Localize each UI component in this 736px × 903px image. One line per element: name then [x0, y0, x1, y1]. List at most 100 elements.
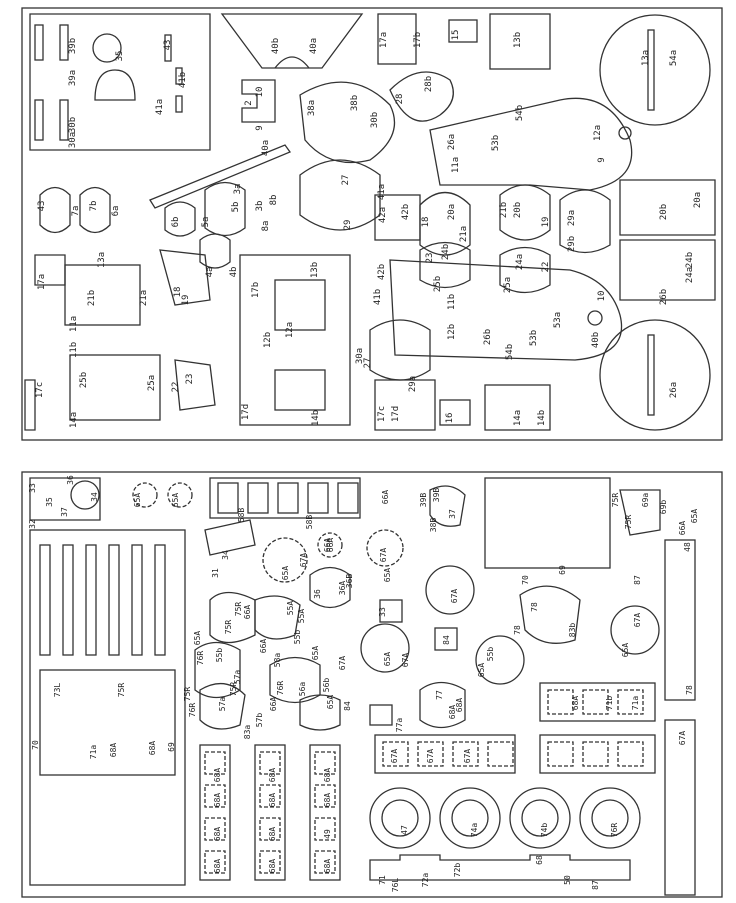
part-label: 68A [455, 698, 464, 713]
part-label: 70 [521, 575, 530, 585]
part-label: 65A [383, 652, 392, 667]
part-label: 14b [311, 410, 321, 426]
part-label: 67A [450, 589, 459, 604]
part-label: 23 [185, 374, 195, 385]
part-label: 68A [148, 741, 157, 756]
part-label: 47 [400, 825, 409, 835]
ring-65A-d [610, 605, 660, 655]
part-85 [369, 704, 393, 726]
part-label: 68A [323, 768, 332, 783]
part-label: 65A [193, 631, 202, 646]
part-label: 67A [463, 749, 472, 764]
part-label: 68A [268, 768, 277, 783]
part-79 [519, 585, 581, 644]
part-38B [429, 485, 466, 527]
arm-43 [149, 144, 292, 209]
slot-43 [164, 34, 172, 62]
part-label: 67A [299, 553, 308, 568]
part-label: 70 [31, 740, 40, 750]
part-label: 76R [610, 823, 619, 838]
part-label: 24a [515, 254, 525, 270]
part-label: 29 [343, 220, 353, 231]
ring-67A [425, 565, 475, 615]
clip-32-33 [29, 477, 101, 521]
ring-34 [70, 480, 100, 510]
part-label: 68A [213, 768, 222, 783]
part-label: 58B [305, 515, 314, 530]
part-label: 15 [451, 30, 461, 41]
part-label: 21b [499, 202, 509, 218]
part-label: 65A [281, 566, 290, 581]
part-label: 11a [69, 316, 79, 332]
part-39 [29, 13, 211, 151]
part-label: 27 [363, 358, 373, 369]
slot-54 [647, 29, 655, 111]
slot-row [39, 544, 166, 656]
arm-28 [389, 71, 454, 122]
part-label: 3a [233, 184, 243, 195]
part-label: 7b [89, 201, 99, 212]
part-label: 38a [307, 100, 317, 116]
part-label: 38b [350, 95, 360, 111]
part-label: 28b [424, 76, 434, 92]
part-label: 17c [35, 382, 45, 398]
part-label: 20a [693, 192, 703, 208]
part-label: 6a [111, 206, 121, 217]
slot-39a [34, 24, 44, 61]
arch-30 [94, 69, 136, 101]
part-label: 42b [377, 264, 387, 280]
part-label: 67A [401, 653, 410, 668]
piece-22-23 [174, 359, 216, 411]
part-label: 8a [261, 221, 271, 232]
part-label: 11b [447, 294, 457, 310]
ring-67A-1 [369, 787, 431, 849]
part-label: 17b [251, 282, 261, 298]
part-label: 65A [621, 643, 630, 658]
part-label: 21a [459, 226, 469, 242]
part-84 [434, 627, 458, 651]
part-label: 75R [611, 493, 620, 508]
part-label: 57b [255, 713, 264, 728]
part-label: 67A [338, 656, 347, 671]
part-label: 12a [285, 322, 295, 338]
part-label: 76L [391, 878, 400, 893]
part-label: 31 [211, 568, 220, 578]
part-label: 68A [268, 793, 277, 808]
clip-5 [164, 201, 196, 237]
part-label: 8b [269, 195, 279, 206]
ring-65A-f [167, 482, 193, 508]
hole-9 [618, 126, 632, 140]
part-label: 38B [429, 518, 438, 533]
hole-35 [92, 33, 122, 63]
part-label: 55b [215, 648, 224, 663]
part-label: 4b [229, 267, 239, 278]
part-label: 36 [313, 589, 322, 599]
part-label: 75R [183, 687, 192, 702]
window-12b [274, 279, 326, 331]
part-label: 75R [229, 682, 238, 697]
window-14b [274, 369, 326, 411]
fuse-row-b [539, 734, 656, 774]
part-label: 75R [234, 602, 243, 617]
part-label: 75R [224, 620, 233, 635]
part-label: 17d [391, 406, 401, 422]
part-label: 75R [624, 515, 633, 530]
part-label: 13a [97, 252, 107, 268]
arm-38 [299, 81, 396, 164]
part-label: 76R [276, 681, 285, 696]
part-label: 26b [483, 329, 493, 345]
part-label: 19 [181, 295, 191, 306]
piece-24 [419, 241, 471, 289]
part-label: 21b [87, 290, 97, 306]
part-label: 14b [537, 410, 547, 426]
part-label: 36B [345, 574, 354, 589]
part-label: 74b [540, 823, 549, 838]
part-label: 35 [45, 497, 54, 507]
ring-67A-4 [579, 787, 641, 849]
part-label: 10 [597, 291, 607, 302]
part-label: 23 [425, 253, 435, 264]
part-label: 14a [513, 410, 523, 426]
part-label: 29a [408, 376, 418, 392]
